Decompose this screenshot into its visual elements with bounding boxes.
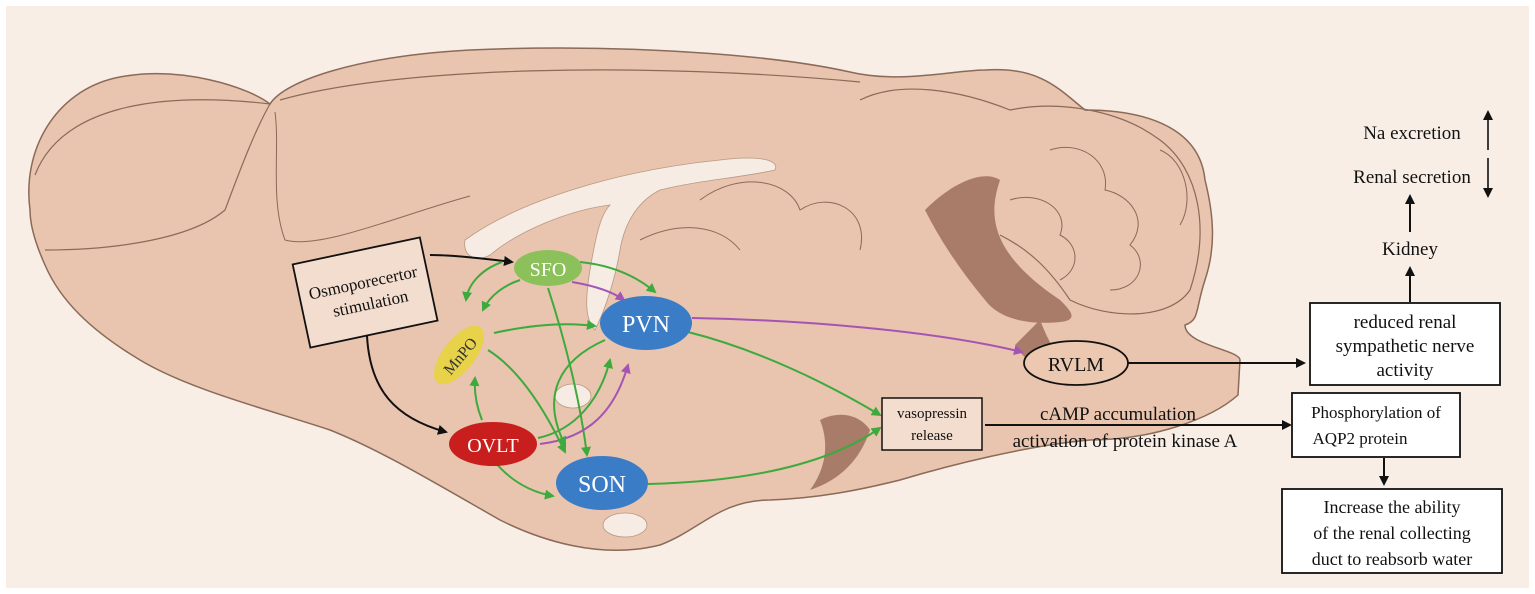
corpus-callosum — [464, 157, 777, 331]
inc-line-2: of the renal collecting — [1313, 523, 1470, 543]
son-label: SON — [578, 472, 626, 498]
cortex-inner-fold — [274, 111, 471, 243]
cerebellum-folia-2 — [1009, 196, 1076, 281]
phos-line-2: AQP2 protein — [1313, 429, 1408, 448]
renal-line-2: sympathetic nerve — [1336, 336, 1475, 357]
arrow-ovlt-to-pvn-purple — [539, 363, 631, 445]
arrow-sfo-to-pvn — [579, 261, 657, 294]
arrow-son-to-vaso — [647, 426, 882, 485]
cerebellum-folia-3 — [1159, 149, 1188, 226]
arrow-pvn-to-rvlm — [691, 317, 1024, 356]
arrow-sfo-mnpo-curve — [462, 261, 503, 302]
node-sfo: SFO — [514, 250, 582, 286]
sfo-label: SFO — [530, 259, 567, 281]
midbrain-curve — [699, 181, 862, 251]
optic-chiasm — [602, 512, 648, 538]
box-vasopressin: vasopressin release — [881, 397, 983, 451]
rvlm-label: RVLM — [1048, 354, 1104, 376]
inc-line-1: Increase the ability — [1324, 497, 1461, 517]
arrow-ovlt-to-mnpo — [469, 376, 483, 421]
node-ovlt: OVLT — [449, 422, 537, 466]
cerebellum-folia-1 — [1049, 146, 1141, 291]
node-son: SON — [556, 456, 648, 510]
renal-line-3: activity — [1377, 360, 1434, 381]
box-reduced-renal: reduced renal sympathetic nerve activity — [1309, 302, 1501, 386]
phos-line-1: Phosphorylation of — [1311, 403, 1441, 422]
box-osmoreceptor: Osmoporecertor stimulation — [291, 236, 439, 349]
renal-secretion-label: Renal secretion — [1353, 167, 1471, 188]
box-phosphorylation: Phosphorylation of AQP2 protein — [1291, 392, 1461, 458]
arrow-pvn-to-son — [553, 339, 606, 447]
midbrain-curve-2 — [639, 227, 741, 251]
node-pvn: PVN — [600, 296, 692, 350]
cortex-fold — [279, 69, 861, 101]
olfactory-bulb — [34, 99, 271, 251]
camp-label: cAMP accumulation — [1040, 404, 1197, 425]
fourth-ventricle — [925, 176, 1072, 323]
arrow-sfo-to-pvn-purple — [571, 281, 626, 302]
arrow-ovlt-to-pvn — [537, 358, 613, 439]
renal-line-1: reduced renal — [1354, 312, 1457, 333]
pontine-fissure — [810, 414, 870, 490]
anterior-commissure — [554, 383, 592, 409]
ovlt-label: OVLT — [467, 435, 518, 457]
pka-label: activation of protein kinase A — [1013, 431, 1238, 452]
arrow-ovlt-to-son — [494, 461, 555, 500]
vaso-line-1: vasopressin — [897, 406, 967, 422]
arrow-osmo-to-ovlt — [366, 335, 448, 435]
connections — [366, 110, 1493, 500]
arrow-pvn-to-vaso — [687, 331, 882, 417]
arrow-mnpo-to-pvn — [493, 319, 597, 334]
node-rvlm: RVLM — [1023, 340, 1129, 386]
na-excretion-label: Na excretion — [1363, 123, 1461, 144]
arrow-sfo-to-mnpo — [481, 279, 521, 312]
arrow-sfo-to-son — [547, 287, 591, 457]
kidney-label: Kidney — [1382, 239, 1438, 260]
vaso-line-2: release — [911, 428, 953, 444]
box-increase-ability: Increase the ability of the renal collec… — [1281, 488, 1503, 574]
arrow-osmo-to-sfo — [429, 254, 514, 266]
cerebellum-outline — [859, 88, 1201, 315]
inc-line-3: duct to reabsorb water — [1312, 549, 1472, 569]
pvn-label: PVN — [622, 312, 670, 338]
